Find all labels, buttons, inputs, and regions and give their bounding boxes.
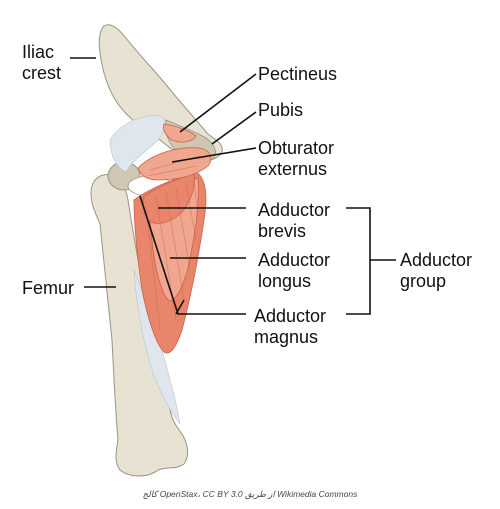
label-pectineus: Pectineus xyxy=(258,64,338,84)
bracket-adductor-group xyxy=(346,207,371,315)
fibre-line xyxy=(165,191,185,301)
leader-pubis xyxy=(211,111,257,145)
pectineus-muscle xyxy=(163,123,197,143)
leader-pectineus xyxy=(179,73,257,133)
obturator-externus-muscle xyxy=(137,147,212,181)
label-iliac-crest: Iliac crest xyxy=(22,42,62,83)
fibre-line xyxy=(147,165,197,177)
label-pubis: Pubis xyxy=(258,100,304,120)
label-adductor-brevis: Adductor brevis xyxy=(258,200,331,241)
leader-obturator-externus xyxy=(171,147,257,163)
label-obturator-externus: Obturator externus xyxy=(258,138,335,179)
label-adductor-longus: Adductor longus xyxy=(258,250,331,291)
label-femur: Femur xyxy=(22,278,75,298)
leader-adductor-magnus xyxy=(139,195,246,315)
leader-adductor-magnus-tip xyxy=(175,299,185,315)
label-adductor-group: Adductor group xyxy=(400,250,473,291)
fibre-line xyxy=(145,205,161,331)
fibre-line xyxy=(175,187,191,271)
label-adductor-magnus: Adductor magnus xyxy=(254,306,327,347)
image-credit: كالج OpenStax، CC BY 3.0 از طریق Wikimed… xyxy=(142,489,358,499)
fibre-line xyxy=(185,183,197,241)
leader-lines xyxy=(70,57,396,315)
